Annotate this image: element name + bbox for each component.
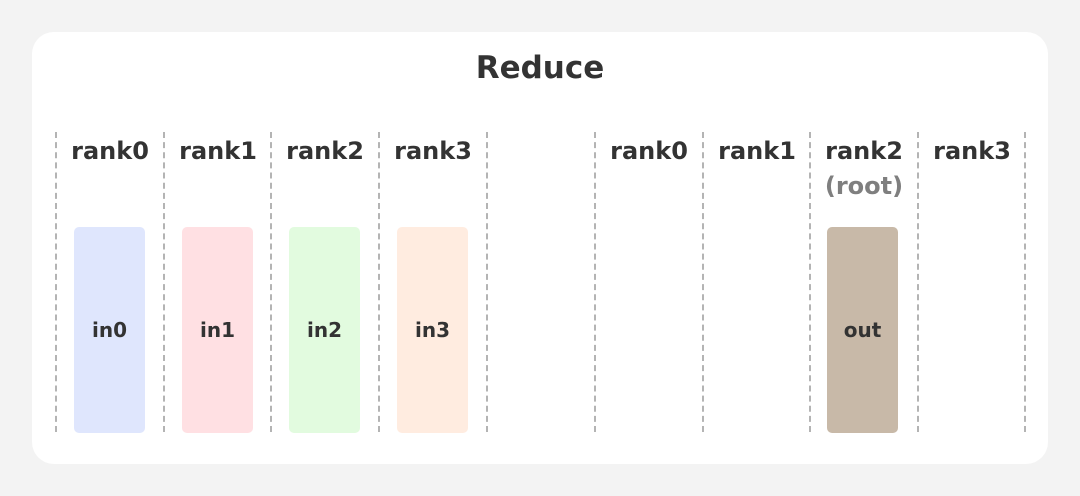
after-rank2-label: rank2 [825, 137, 903, 165]
column-divider [270, 132, 272, 432]
root-label: (root) [824, 172, 904, 200]
buffer-out-label: out [843, 318, 882, 342]
buffer-in3-label: in3 [414, 318, 450, 342]
buffer-in0: in0 [74, 227, 145, 433]
column-divider [917, 132, 919, 432]
column-divider [486, 132, 488, 432]
before-rank2-label: rank2 [286, 137, 364, 165]
column-divider [702, 132, 704, 432]
buffer-out: out [827, 227, 898, 433]
column-divider [809, 132, 811, 432]
column-divider [378, 132, 380, 432]
after-rank1-label: rank1 [718, 137, 796, 165]
buffer-in2: in2 [289, 227, 360, 433]
after-rank3-label: rank3 [933, 137, 1011, 165]
diagram-title: Reduce [475, 50, 605, 86]
column-divider [1024, 132, 1026, 432]
after-rank0-label: rank0 [610, 137, 688, 165]
buffer-in0-label: in0 [91, 318, 127, 342]
before-rank1-label: rank1 [179, 137, 257, 165]
column-divider [55, 132, 57, 432]
before-rank3-label: rank3 [394, 137, 472, 165]
column-divider [594, 132, 596, 432]
before-rank0-label: rank0 [71, 137, 149, 165]
buffer-in3: in3 [397, 227, 468, 433]
buffer-in2-label: in2 [306, 318, 342, 342]
buffer-in1-label: in1 [199, 318, 235, 342]
column-divider [163, 132, 165, 432]
buffer-in1: in1 [182, 227, 253, 433]
